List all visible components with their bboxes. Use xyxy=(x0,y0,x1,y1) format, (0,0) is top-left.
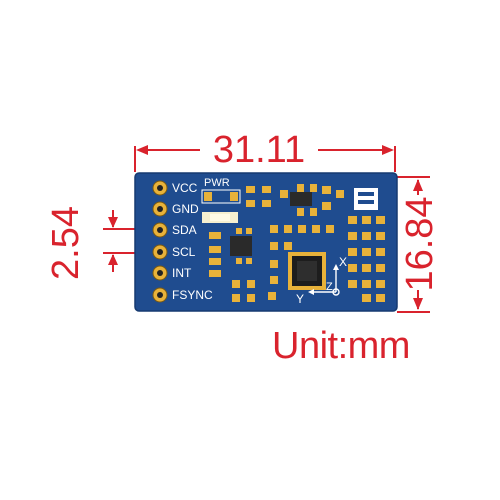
pin-label-gnd: GND xyxy=(172,202,199,216)
passive-components xyxy=(209,184,385,302)
width-dimension: 31.11 xyxy=(134,129,396,172)
width-value: 31.11 xyxy=(213,129,305,171)
axis-x-label: X xyxy=(339,255,347,269)
sot-package-left xyxy=(230,236,252,256)
axis-y-label: Y xyxy=(296,292,304,306)
pin-label-vcc: VCC xyxy=(172,181,198,195)
pcb-board: VCC GND SDA SCL INT FSYNC PWR xyxy=(134,172,398,312)
unit-label: Unit:mm xyxy=(272,325,410,367)
height-dimension: 16.84 xyxy=(397,176,441,313)
pin-pitch-value: 2.54 xyxy=(45,206,87,280)
axis-z-label: Z xyxy=(326,281,333,293)
axis-indicator xyxy=(308,264,340,296)
pwr-label: PWR xyxy=(204,177,230,189)
height-value: 16.84 xyxy=(399,196,441,291)
pin-label-sda: SDA xyxy=(172,223,197,237)
imu-chip xyxy=(288,252,326,290)
pin-label-fsync: FSYNC xyxy=(172,288,213,302)
pin-label-int: INT xyxy=(172,266,192,280)
power-led xyxy=(201,189,241,223)
sot-package-top xyxy=(290,192,312,206)
header-pins xyxy=(152,180,168,303)
top-right-component xyxy=(354,188,378,210)
pin-pitch-dimension: 2.54 xyxy=(45,206,135,280)
pin-label-scl: SCL xyxy=(172,245,196,259)
